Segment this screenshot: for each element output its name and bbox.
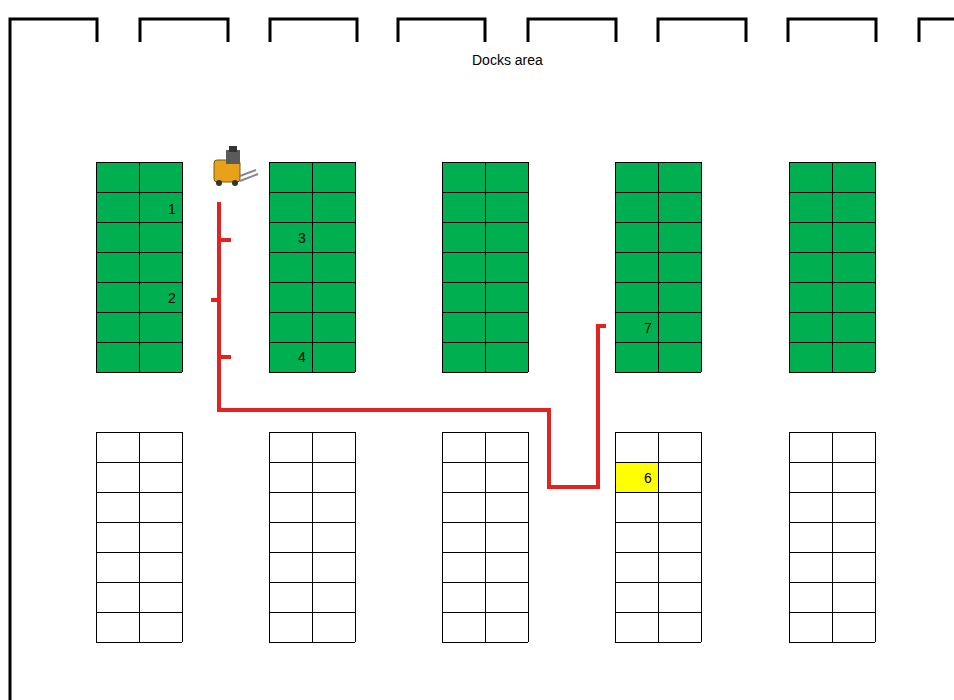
full-rack [789,162,875,372]
empty-rack [789,432,875,642]
empty-rack [442,432,528,642]
callout-number: 3 [298,230,306,246]
full-rack [442,162,528,372]
full-rack [96,162,182,372]
dock-wall [10,19,954,700]
empty-rack [615,432,701,642]
target-cell [615,462,658,492]
callout-number: 2 [168,290,176,306]
callout-number: 6 [644,470,652,486]
empty-rack [96,432,182,642]
area-label: Docks area [472,52,543,68]
full-rack [615,162,701,372]
callout-number: 7 [644,320,652,336]
rack-grid [96,162,875,642]
empty-rack [269,432,355,642]
forklift-icon [214,146,258,186]
pick-route [211,202,606,487]
callout-number: 1 [168,201,176,217]
full-rack [269,162,355,372]
callout-number: 4 [298,349,306,365]
